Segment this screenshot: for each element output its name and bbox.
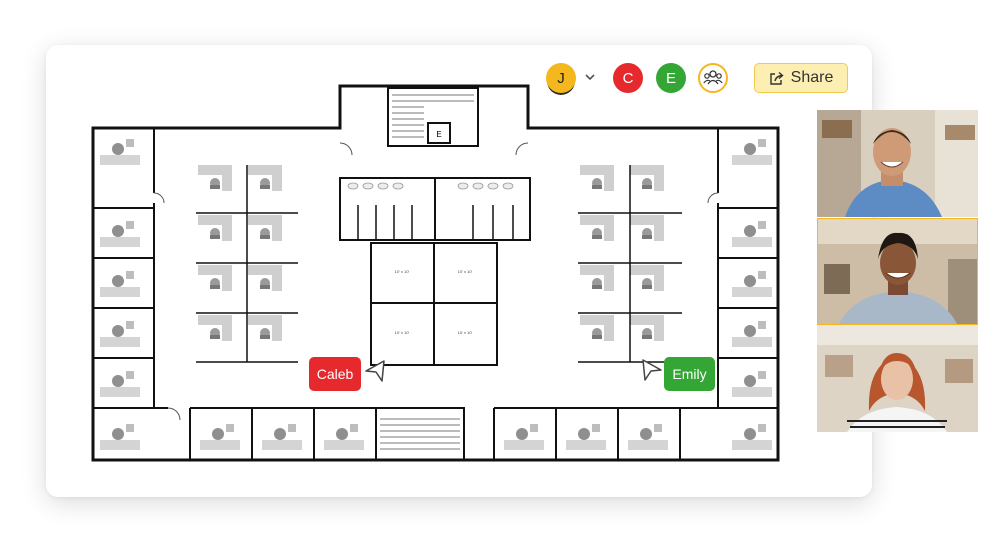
share-label: Share (790, 69, 834, 86)
avatar-j[interactable]: J (546, 63, 576, 93)
participant-video-icon (817, 325, 978, 432)
chevron-down-icon[interactable] (583, 70, 597, 84)
cubicle-cluster-right (578, 165, 682, 363)
cursor-pointer-icon (642, 359, 662, 381)
participant-video-icon (818, 219, 977, 324)
avatar-e[interactable]: E (656, 63, 686, 93)
participant-video-icon (817, 110, 978, 217)
avatar-c[interactable]: C (613, 63, 643, 93)
cursor-pointer-icon (365, 360, 385, 382)
share-icon (769, 71, 784, 85)
room-label: 10' x 10' (458, 330, 473, 335)
room-label: 10' x 10' (458, 269, 473, 274)
participants-icon[interactable] (698, 63, 728, 93)
video-feed-2[interactable] (817, 218, 978, 325)
office-floorplan[interactable]: E 10' x 10' 10' x 10' 10' x 10' 10' x 10… (88, 83, 788, 468)
collaboration-toolbar: J C E Share (546, 62, 856, 96)
video-feed-1[interactable] (817, 110, 978, 217)
room-label: 10' x 10' (395, 269, 410, 274)
cursor-label-caleb: Caleb (309, 357, 361, 391)
elevator-label: E (436, 130, 441, 139)
room-label: 10' x 10' (395, 330, 410, 335)
floorplan-canvas-card (46, 45, 872, 497)
cubicle-cluster-left (196, 165, 298, 363)
share-button[interactable]: Share (754, 63, 848, 93)
cursor-label-emily: Emily (664, 357, 715, 391)
video-feed-3[interactable] (817, 325, 978, 432)
